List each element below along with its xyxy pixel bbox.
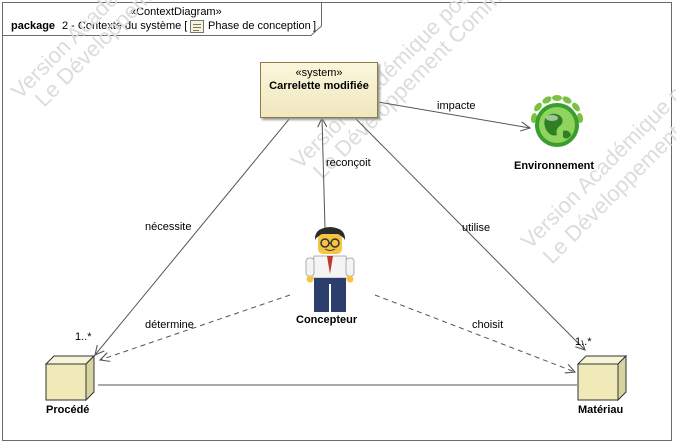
uses-label: utilise xyxy=(462,222,491,234)
impacts-label: impacte xyxy=(437,100,476,112)
material-multiplicity: 1..* xyxy=(575,336,592,348)
system-block[interactable]: «system» Carrelette modifiée xyxy=(260,62,378,118)
designer-figure-icon[interactable] xyxy=(300,226,360,314)
uses-connector xyxy=(354,117,585,350)
globe-icon[interactable] xyxy=(527,91,587,155)
impacts-connector xyxy=(377,101,530,128)
diagram-frame xyxy=(2,2,672,441)
designs-label: reconçoit xyxy=(326,157,371,169)
process-multiplicity: 1..* xyxy=(75,331,92,343)
requires-label: nécessite xyxy=(145,221,192,233)
determines-label: détermine xyxy=(145,319,194,331)
environment-name: Environnement xyxy=(514,160,595,172)
requires-connector xyxy=(95,117,291,355)
process-block-icon[interactable] xyxy=(44,354,96,402)
variant-label: Phase de conception xyxy=(208,20,311,32)
header-close-bracket: ] xyxy=(313,20,317,32)
determines-connector xyxy=(100,294,291,360)
process-name: Procédé xyxy=(46,404,90,416)
designer-name: Concepteur xyxy=(296,314,358,326)
material-block-icon[interactable] xyxy=(576,354,628,402)
diagram-header-tab xyxy=(2,2,322,36)
package-keyword: package xyxy=(11,20,56,32)
diagram-name: 2 - Contexte du système [ xyxy=(62,20,188,32)
material-name: Matériau xyxy=(578,404,624,416)
system-name: Carrelette modifiée xyxy=(269,80,369,92)
designs-connector xyxy=(322,118,325,229)
system-stereotype: «system» xyxy=(295,67,343,79)
variant-icon xyxy=(190,20,204,33)
chooses-connector xyxy=(374,294,575,372)
chooses-label: choisit xyxy=(472,319,504,331)
diagram-stereotype: «ContextDiagram» xyxy=(130,6,222,18)
